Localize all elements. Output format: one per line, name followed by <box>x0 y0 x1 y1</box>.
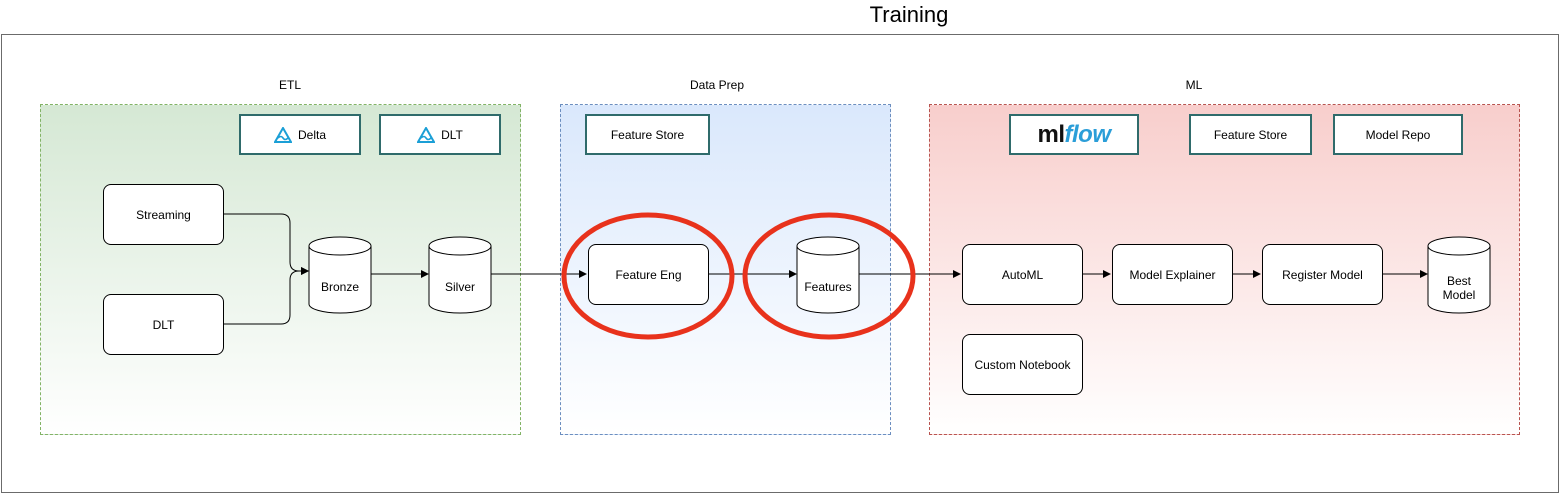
delta-lake-icon <box>417 126 436 143</box>
best-model-label-line2: Model <box>1442 288 1476 302</box>
model-explainer-node: Model Explainer <box>1112 244 1233 305</box>
best-model-label-line1: Best <box>1446 274 1471 288</box>
silver-cylinder <box>428 236 492 314</box>
automl-label: AutoML <box>1001 267 1044 282</box>
edge-dlt-to-bronze <box>223 267 309 325</box>
section-label-data-prep: Data Prep <box>689 78 745 92</box>
feature-store-chip-ml: Feature Store <box>1189 114 1312 155</box>
silver-label: Silver <box>444 280 475 294</box>
feature-store-label: Feature Store <box>1213 127 1288 142</box>
feature-eng-node: Feature Eng <box>588 244 709 305</box>
section-label-etl: ETL <box>278 78 301 92</box>
automl-node: AutoML <box>962 244 1083 305</box>
best-model-label: Best Model <box>1428 274 1490 302</box>
dlt-source-node: DLT <box>103 294 224 355</box>
best-model-cylinder <box>1427 236 1491 314</box>
mlflow-logo-ml: ml <box>1037 120 1065 148</box>
register-model-node: Register Model <box>1262 244 1383 305</box>
page-title: Training <box>869 2 949 27</box>
training-frame <box>1 34 1559 493</box>
bronze-label: Bronze <box>320 280 360 294</box>
features-cylinder <box>796 236 860 314</box>
mlflow-logo-flow: flow <box>1064 120 1112 148</box>
delta-label: Delta <box>297 127 326 142</box>
dlt-label: DLT <box>441 127 463 142</box>
register-model-label: Register Model <box>1282 267 1363 282</box>
feature-eng-label: Feature Eng <box>615 267 682 282</box>
streaming-node: Streaming <box>103 184 224 245</box>
highlight-ring-features <box>742 212 916 340</box>
model-repo-label: Model Repo <box>1365 127 1431 142</box>
features-label: Features <box>804 280 852 294</box>
highlight-ring-feature-eng <box>561 212 735 340</box>
custom-notebook-label: Custom Notebook <box>974 357 1071 372</box>
model-explainer-label: Model Explainer <box>1129 267 1216 282</box>
custom-notebook-node: Custom Notebook <box>962 334 1083 395</box>
mlflow-chip: mlflow <box>1009 114 1139 155</box>
delta-lake-icon <box>273 126 292 143</box>
model-repo-chip: Model Repo <box>1333 114 1463 155</box>
feature-store-label: Feature Store <box>610 127 685 142</box>
feature-store-chip-prep: Feature Store <box>585 114 710 155</box>
streaming-label: Streaming <box>136 207 191 222</box>
delta-chip: Delta <box>239 114 361 155</box>
edge-streaming-to-bronze <box>223 213 309 275</box>
dlt-source-label: DLT <box>152 317 175 332</box>
bronze-cylinder <box>308 236 372 314</box>
dlt-chip: DLT <box>379 114 501 155</box>
section-label-ml: ML <box>1185 78 1203 92</box>
mlflow-logo: mlflow <box>1037 120 1112 149</box>
